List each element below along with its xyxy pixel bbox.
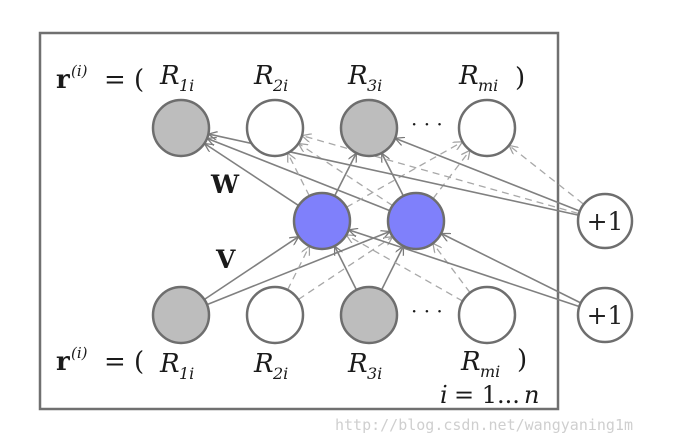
- output-layer: [151, 98, 517, 158]
- bottom-label-r2-sub: 2i: [272, 364, 288, 383]
- index-range-text: = 1...: [454, 381, 520, 409]
- index-var: i: [440, 381, 448, 409]
- bottom-ellipsis: · · ·: [411, 299, 443, 323]
- edge-bias-rm: [510, 146, 584, 205]
- edge-v-rm-h1: [347, 235, 464, 302]
- edge-bias-r2: [303, 136, 579, 215]
- hidden-layer: [292, 191, 446, 251]
- input-node-r3: [339, 285, 399, 345]
- bottom-equals-open: = (: [104, 347, 144, 377]
- edge-bias-r3: [396, 139, 580, 212]
- bottom-r-symbol: r: [56, 347, 70, 377]
- top-close-paren: ): [515, 63, 525, 93]
- bias-label-output: +1: [587, 207, 624, 236]
- output-node-r2: [245, 98, 305, 158]
- edge-v-rm-h2: [434, 244, 471, 294]
- edge-bias-h1: [350, 230, 579, 307]
- top-label-rm-sub: mi: [478, 76, 498, 95]
- edge-v-r3-h1: [335, 247, 358, 291]
- top-label-r2-sub: 2i: [272, 76, 288, 95]
- top-label-r1-sub: 1i: [179, 76, 194, 95]
- edge-v-r1-h1: [203, 237, 298, 301]
- bottom-label-r1-sub: 1i: [179, 364, 194, 383]
- edge-w-h2-r2: [299, 144, 393, 207]
- bottom-label-r1-base: R: [159, 349, 180, 379]
- bottom-row-label: r (i) = ( R 1i R 2i R 3i R mi ) · · ·: [56, 299, 527, 383]
- bias-node-hidden: +1: [576, 286, 634, 344]
- hidden-node-2: [386, 191, 446, 251]
- bias-label-hidden: +1: [587, 301, 624, 330]
- top-label-r3-base: R: [347, 61, 368, 91]
- edge-w-h2-r1: [208, 139, 391, 212]
- bottom-label-r3-base: R: [347, 349, 368, 379]
- hidden-node-1: [292, 191, 352, 251]
- top-label-r1-base: R: [159, 61, 180, 91]
- index-range: i = 1... n: [440, 381, 539, 409]
- edge-v-r2-h1: [286, 247, 310, 291]
- edge-w-h1-r2: [288, 154, 310, 197]
- bottom-close-paren: ): [517, 345, 527, 375]
- edge-w-h1-r3: [333, 154, 356, 197]
- edge-v-r2-h2: [297, 237, 392, 301]
- bottom-label-rm-base: R: [460, 347, 481, 377]
- bottom-label-rm-sub: mi: [480, 362, 500, 381]
- top-label-r2-base: R: [253, 61, 274, 91]
- weight-label-w: W: [210, 170, 240, 199]
- edge-w-h1-r1: [205, 144, 300, 207]
- top-r-superscript: (i): [71, 62, 88, 80]
- index-range-end: n: [524, 381, 539, 409]
- bottom-label-r3-sub: 3i: [367, 364, 382, 383]
- watermark-text: http://blog.csdn.net/wangyaning1m: [335, 416, 633, 434]
- top-row-label: r (i) = ( R 1i R 2i R 3i R mi ) · · ·: [56, 61, 525, 136]
- input-node-r1: [151, 285, 211, 345]
- top-ellipsis: · · ·: [411, 112, 443, 136]
- weight-label-v: V: [215, 245, 236, 274]
- top-label-rm-base: R: [458, 61, 479, 91]
- input-layer: [151, 285, 517, 345]
- top-r-symbol: r: [56, 65, 70, 95]
- edge-bias-h2: [442, 234, 581, 304]
- input-node-r2: [245, 285, 305, 345]
- bias-node-output: +1: [576, 192, 634, 250]
- bottom-label-r2-base: R: [253, 349, 274, 379]
- top-label-r3-sub: 3i: [367, 76, 382, 95]
- bottom-r-superscript: (i): [71, 344, 88, 362]
- output-node-rm: [457, 98, 517, 158]
- top-equals-open: = (: [104, 65, 144, 95]
- output-node-r1: [151, 98, 211, 158]
- output-node-r3: [339, 98, 399, 158]
- edge-w-h2-rm: [432, 151, 469, 200]
- input-node-rm: [457, 285, 517, 345]
- plate-frame: [38, 31, 560, 411]
- edge-w-h1-rm: [346, 142, 461, 208]
- edge-v-r3-h2: [380, 247, 404, 291]
